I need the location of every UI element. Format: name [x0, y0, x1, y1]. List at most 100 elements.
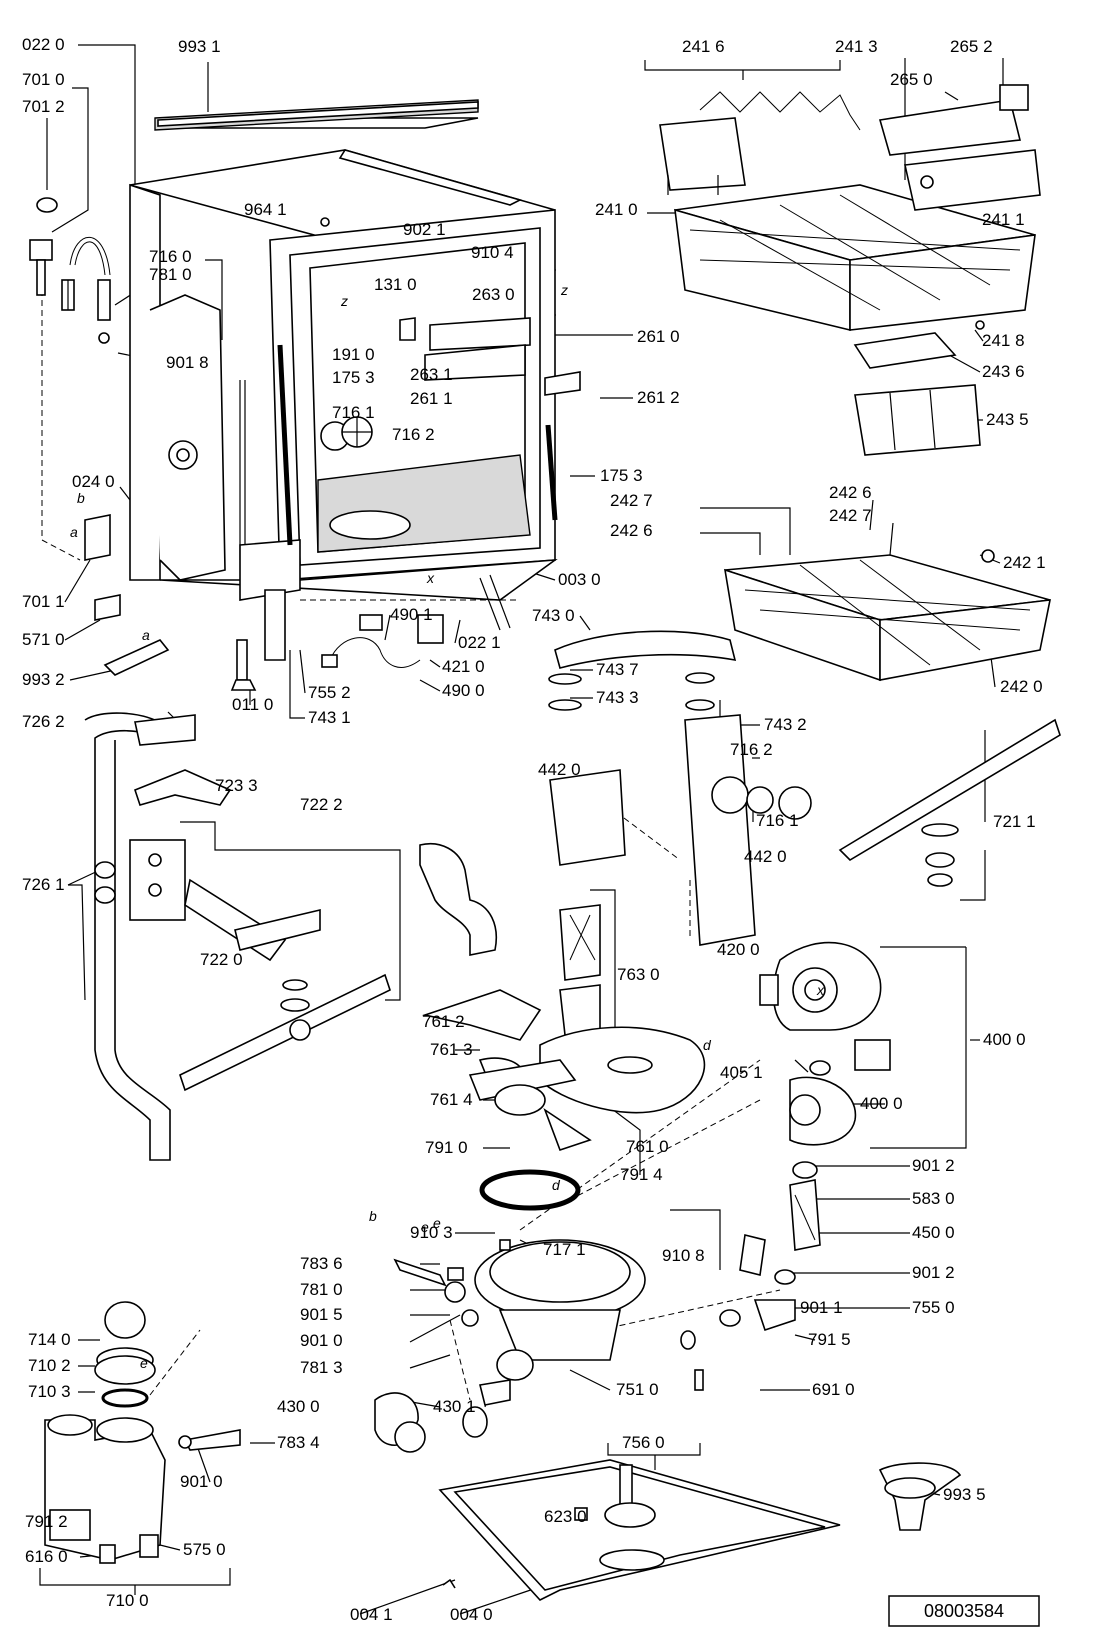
upper-basket — [659, 84, 1041, 456]
part-label-265-2: 265 2 — [950, 37, 993, 56]
part-label-242-7: 242 7 — [829, 506, 872, 525]
part-label-243-6: 243 6 — [982, 362, 1025, 381]
part-label-743-2: 743 2 — [764, 715, 807, 734]
part-label-723-3: 723 3 — [215, 776, 258, 795]
part-label-490-1: 490 1 — [390, 605, 433, 624]
part-label-910-4: 910 4 — [471, 243, 514, 262]
section-letter-z: z — [340, 293, 348, 309]
part-label-755-0: 755 0 — [912, 1298, 955, 1317]
part-label-993-1: 993 1 — [178, 37, 221, 56]
part-label-791-4: 791 4 — [620, 1165, 663, 1184]
part-label-450-0: 450 0 — [912, 1223, 955, 1242]
part-labels: 022 0 993 1 701 0 701 2 964 1 902 1 910 4 716 0… — [22, 35, 1046, 1624]
section-letter-a: a — [70, 524, 78, 540]
part-label-722-2: 722 2 — [300, 795, 343, 814]
part-label-781-0: 781 0 — [300, 1280, 343, 1299]
part-label-003-0: 003 0 — [558, 570, 601, 589]
part-label-910-3: 910 3 — [410, 1223, 453, 1242]
part-label-011-0: 011 0 — [232, 695, 273, 714]
part-label-242-6: 242 6 — [829, 483, 872, 502]
lower-basket — [723, 549, 1052, 682]
part-label-430-1: 430 1 — [433, 1397, 476, 1416]
part-label-901-0: 901 0 — [300, 1331, 343, 1350]
part-label-717-1: 717 1 — [543, 1240, 586, 1259]
section-letter-x: x — [816, 982, 825, 998]
part-label-691-0: 691 0 — [812, 1380, 855, 1399]
section-letter-d: d — [552, 1177, 561, 1193]
section-letter-b: b — [77, 490, 85, 506]
part-label-716-2: 716 2 — [730, 740, 773, 759]
section-letter-a: a — [142, 627, 150, 643]
part-label-490-0: 490 0 — [442, 681, 485, 700]
part-label-241-0: 241 0 — [595, 200, 638, 219]
part-label-022-0: 022 0 — [22, 35, 65, 54]
part-label-022-1: 022 1 — [458, 633, 501, 652]
part-label-901-5: 901 5 — [300, 1305, 343, 1324]
part-label-241-1: 241 1 — [982, 210, 1025, 229]
part-label-901-0: 901 0 — [180, 1472, 223, 1491]
part-label-716-0: 716 0 — [149, 247, 192, 266]
part-label-242-1: 242 1 — [1003, 553, 1046, 572]
part-label-722-0: 722 0 — [200, 950, 243, 969]
diagram-reference: 08003584 — [888, 1595, 1040, 1627]
part-label-781-3: 781 3 — [300, 1358, 343, 1377]
part-label-400-0: 400 0 — [860, 1094, 903, 1113]
part-label-243-5: 243 5 — [986, 410, 1029, 429]
part-label-191-0: 191 0 — [332, 345, 375, 364]
part-label-421-0: 421 0 — [442, 657, 485, 676]
part-label-241-8: 241 8 — [982, 331, 1025, 350]
center-pipe-filters — [419, 843, 706, 1211]
section-letter-e: e — [140, 1355, 148, 1371]
part-label-791-2: 791 2 — [25, 1512, 68, 1531]
part-label-993-2: 993 2 — [22, 670, 65, 689]
part-label-175-3: 175 3 — [600, 466, 643, 485]
part-label-761-4: 761 4 — [430, 1090, 473, 1109]
section-letter-b: b — [369, 1208, 377, 1224]
part-label-743-7: 743 7 — [596, 660, 639, 679]
part-label-783-4: 783 4 — [277, 1433, 320, 1452]
part-label-242-7: 242 7 — [610, 491, 653, 510]
part-label-442-0: 442 0 — [744, 847, 787, 866]
part-label-791-0: 791 0 — [425, 1138, 468, 1157]
part-label-616-0: 616 0 — [25, 1547, 68, 1566]
part-label-761-2: 761 2 — [422, 1012, 465, 1031]
part-label-902-1: 902 1 — [403, 220, 446, 239]
part-label-430-0: 430 0 — [277, 1397, 320, 1416]
part-label-721-1: 721 1 — [993, 812, 1036, 831]
part-label-716-1: 716 1 — [332, 403, 375, 422]
part-label-761-3: 761 3 — [430, 1040, 473, 1059]
part-label-261-0: 261 0 — [637, 327, 680, 346]
section-letter-d: d — [703, 1037, 712, 1053]
section-letter-e: e — [421, 1219, 429, 1235]
part-label-716-2: 716 2 — [392, 425, 435, 444]
part-label-964-1: 964 1 — [244, 200, 287, 219]
part-label-726-1: 726 1 — [22, 875, 65, 894]
part-label-901-1: 901 1 — [800, 1298, 843, 1317]
part-label-901-2: 901 2 — [912, 1263, 955, 1282]
part-label-743-1: 743 1 — [308, 708, 351, 727]
part-label-763-0: 763 0 — [617, 965, 660, 984]
part-label-791-5: 791 5 — [808, 1330, 851, 1349]
part-label-701-2: 701 2 — [22, 97, 65, 116]
cabinet-tub — [29, 99, 581, 691]
part-label-004-0: 004 0 — [450, 1605, 493, 1624]
diagram-code: 08003584 — [924, 1601, 1004, 1621]
part-label-993-5: 993 5 — [943, 1485, 986, 1504]
part-label-241-3: 241 3 — [835, 37, 878, 56]
part-label-783-6: 783 6 — [300, 1254, 343, 1273]
part-label-743-0: 743 0 — [532, 606, 575, 625]
part-label-781-0: 781 0 — [149, 265, 192, 284]
part-label-583-0: 583 0 — [912, 1189, 955, 1208]
part-label-131-0: 131 0 — [374, 275, 417, 294]
part-label-004-1: 004 1 — [350, 1605, 393, 1624]
part-label-241-6: 241 6 — [682, 37, 725, 56]
base-tray — [438, 1459, 962, 1601]
part-label-701-0: 701 0 — [22, 70, 65, 89]
reference-frame — [888, 1595, 1040, 1627]
part-label-755-2: 755 2 — [308, 683, 351, 702]
part-label-710-0: 710 0 — [106, 1591, 149, 1610]
section-letter-e: e — [433, 1215, 441, 1231]
part-label-623-0: 623 0 — [544, 1507, 587, 1526]
